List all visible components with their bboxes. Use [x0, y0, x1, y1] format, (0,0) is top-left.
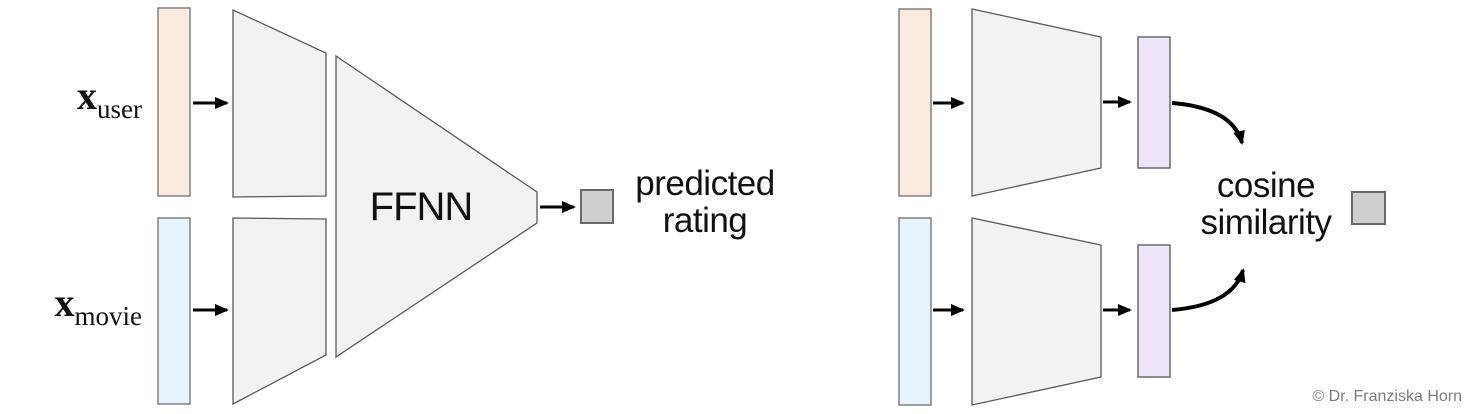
predicted-rating-label: predicted rating	[627, 165, 783, 239]
curved-arrow-movie-embedding-to-cosine	[1171, 268, 1246, 312]
math-subscript-user: user	[97, 94, 142, 124]
predicted-rating-label-line2: rating	[662, 201, 748, 240]
predicted-rating-label-line1: predicted	[635, 164, 775, 203]
cosine-similarity-label: cosine similarity	[1185, 167, 1347, 241]
encoder-trapezoid-movie	[971, 217, 1102, 406]
ffnn-funnel-shape	[335, 54, 538, 359]
movie-feature-vector	[157, 217, 191, 405]
curved-arrow-user-embedding-to-cosine	[1171, 101, 1245, 145]
movie-feature-vector	[898, 217, 932, 406]
user-input-label: xuser	[28, 76, 142, 125]
two-tower-cosine-diagram	[898, 8, 1386, 406]
movie-input-label: xmovie	[4, 280, 143, 332]
math-subscript-movie: movie	[74, 301, 143, 331]
encoder-trapezoid-user	[971, 8, 1102, 197]
similarity-output-square	[1351, 191, 1386, 225]
cosine-similarity-label-line1: cosine	[1216, 166, 1316, 205]
user-feature-vector	[898, 8, 932, 197]
math-symbol-x: x	[77, 73, 98, 118]
math-symbol-x: x	[54, 280, 75, 325]
encoder-trapezoid-movie	[232, 217, 327, 406]
ffnn-label: FFNN	[369, 185, 474, 229]
encoder-trapezoid-user	[232, 8, 327, 198]
user-embedding-vector	[1137, 36, 1171, 169]
user-feature-vector	[157, 7, 191, 197]
predicted-rating-square	[580, 189, 614, 224]
movie-embedding-vector	[1137, 244, 1171, 378]
cosine-similarity-label-line2: similarity	[1200, 203, 1332, 242]
copyright-notice: © Dr. Franziska Horn	[1312, 388, 1462, 405]
ffnn-rating-diagram	[157, 7, 614, 406]
